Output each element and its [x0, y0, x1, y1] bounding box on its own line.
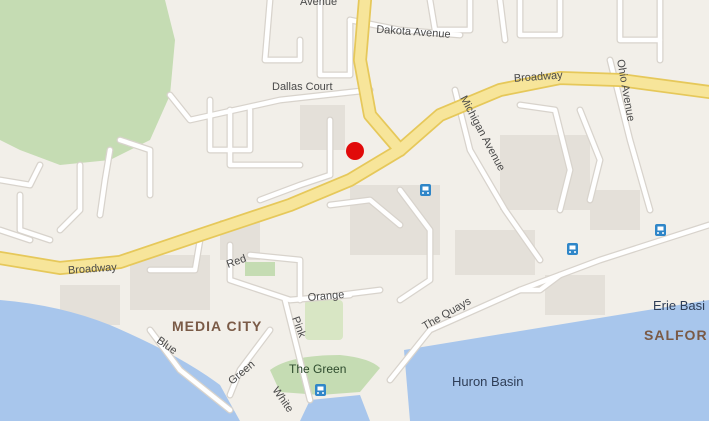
- district-label-salford: SALFOR: [644, 327, 708, 343]
- road-label-orange: Orange: [307, 289, 345, 304]
- road-label-avenue-top: Avenue: [300, 0, 337, 8]
- park-the-green: [270, 355, 380, 395]
- tram-stop-icon[interactable]: [567, 243, 578, 255]
- water-huron-basin: [404, 300, 709, 421]
- district-label-media-city: MEDIA CITY: [172, 318, 262, 334]
- park-area-top-left: [0, 0, 175, 165]
- water-basin-small: [300, 395, 370, 421]
- major-roads: [0, 0, 709, 275]
- park-label-the-green: The Green: [289, 362, 346, 376]
- water-label-erie-basin: Erie Basi: [653, 298, 705, 313]
- road-label-broadway-east: Broadway: [513, 69, 563, 84]
- tram-stop-icon[interactable]: [315, 384, 326, 396]
- road-label-dakota-avenue: Dakota Avenue: [376, 24, 451, 41]
- water-river-left: [0, 300, 240, 421]
- tram-stop-icon[interactable]: [655, 224, 666, 236]
- tram-stop-icon[interactable]: [420, 184, 431, 196]
- road-label-dallas-court: Dallas Court: [272, 81, 333, 93]
- park-green-patch-2: [245, 262, 275, 276]
- road-label-broadway-west: Broadway: [68, 261, 118, 276]
- water-label-huron-basin: Huron Basin: [452, 374, 524, 389]
- location-pin-icon[interactable]: [346, 142, 364, 160]
- park-green-patch-1: [305, 300, 343, 340]
